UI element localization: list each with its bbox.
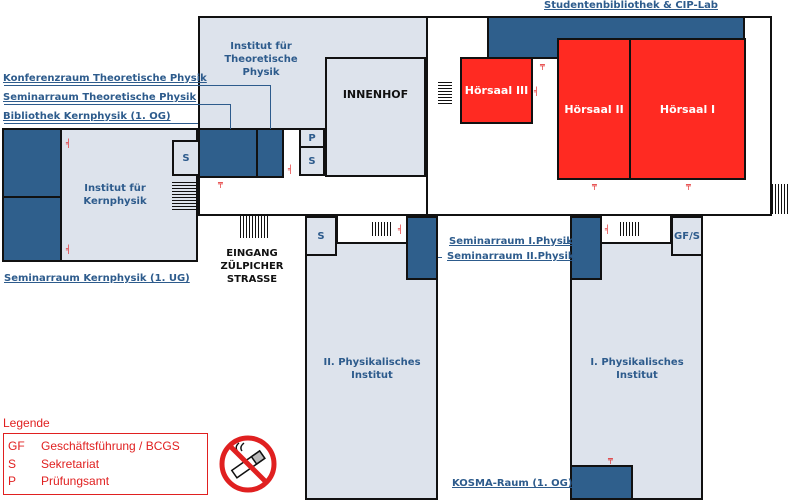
leader-seminar-1 — [563, 243, 571, 244]
hoersaal-2[interactable]: Hörsaal II — [557, 38, 631, 180]
theo-institute-label: Institut für Theoretische Physik — [224, 41, 298, 78]
sekretariat-room-theo[interactable]: S — [299, 146, 325, 176]
sekretariat-room-inst2[interactable]: S — [305, 216, 337, 256]
legend-key: P — [8, 474, 17, 488]
fire-extinguisher-icon: ╡ — [66, 245, 71, 254]
seminarraum-2-room[interactable] — [406, 216, 438, 280]
legend-row-s: S Sekretariat — [8, 457, 99, 471]
innenhof-label: INNENHOF — [342, 88, 409, 101]
konferenzraum-link[interactable]: Konferenzraum Theoretische Physik — [3, 73, 207, 84]
leader-seminar-theo-v — [230, 104, 231, 129]
kosma-room[interactable] — [570, 465, 633, 500]
seminarraum-theo-link[interactable]: Seminarraum Theoretische Physik — [3, 92, 197, 103]
fire-extinguisher-icon: ╡ — [605, 225, 610, 234]
legend-key: S — [8, 457, 17, 471]
legend-title: Legende — [3, 416, 50, 430]
hoersaal-3[interactable]: Hörsaal III — [460, 57, 533, 124]
leader-bib-kern — [4, 123, 198, 124]
bibliothek-kernphysik-room[interactable] — [2, 128, 62, 198]
stairs-innenhof — [438, 82, 452, 104]
inst1-label: I. Physikalisches Institut — [590, 357, 684, 381]
legend-value: Sekretariat — [41, 457, 100, 471]
seminarraum-theo[interactable] — [256, 128, 284, 178]
stairs-kern — [172, 180, 196, 210]
leader-seminar-2 — [438, 257, 442, 258]
legend-row-p: P Prüfungsamt — [8, 474, 109, 488]
kosma-link[interactable]: KOSMA-Raum (1. OG) — [452, 478, 573, 489]
legend-row-gf: GF Geschäftsführung / BCGS — [8, 439, 180, 453]
fire-extinguisher-icon: ╡ — [66, 139, 71, 148]
fire-extinguisher-icon: ╡ — [534, 87, 539, 96]
kern-institute-label: Institut für Kernphysik — [83, 183, 147, 207]
bibliothek-kern-link[interactable]: Bibliothek Kernphysik (1. OG) — [3, 111, 171, 122]
legend-box — [3, 433, 208, 495]
seminarraum-kernphysik-room[interactable] — [2, 196, 62, 262]
fire-extinguisher-icon: ╤ — [608, 455, 613, 464]
stairs-inst2 — [372, 222, 392, 236]
pruefungsamt-room[interactable]: P — [299, 128, 325, 148]
no-smoking-icon — [219, 435, 277, 493]
corridor-lower-right — [600, 214, 672, 244]
konferenzraum-theo[interactable] — [198, 128, 258, 178]
sekretariat-room-kern[interactable]: S — [172, 140, 198, 176]
legend-value: Prüfungsamt — [41, 474, 110, 488]
fire-extinguisher-icon: ╤ — [540, 61, 545, 70]
hoersaal-1[interactable]: Hörsaal I — [629, 38, 746, 180]
seminarraum-1-link[interactable]: Seminarraum I.Physik — [449, 236, 573, 247]
fire-extinguisher-icon: ╡ — [288, 165, 293, 174]
fire-extinguisher-icon: ╤ — [592, 181, 597, 190]
stairs-entrance — [240, 216, 268, 238]
studentenbibliothek-link[interactable]: Studentenbibliothek & CIP-Lab — [544, 0, 718, 11]
leader-konferenz-h — [4, 85, 270, 86]
fire-extinguisher-icon: ╡ — [398, 225, 403, 234]
seminarraum-kern-link[interactable]: Seminarraum Kernphysik (1. UG) — [4, 273, 190, 284]
leader-seminar-theo-h — [4, 104, 230, 105]
innenhof[interactable] — [325, 57, 426, 177]
seminarraum-1-room[interactable] — [570, 216, 602, 280]
fire-extinguisher-icon: ╤ — [686, 181, 691, 190]
inst2-label: II. Physikalisches Institut — [323, 357, 421, 381]
legend-key: GF — [8, 439, 25, 453]
leader-konferenz-v — [270, 85, 271, 129]
stairs-east — [772, 184, 790, 214]
legend-value: Geschäftsführung / BCGS — [41, 439, 180, 453]
fire-extinguisher-icon: ╤ — [218, 179, 223, 188]
gfs-room[interactable]: GF/S — [671, 216, 703, 256]
stairs-inst1 — [620, 222, 640, 236]
entrance-label: EINGANG ZÜLPICHER STRASSE — [220, 248, 284, 285]
seminarraum-2-link[interactable]: Seminarraum II.Physik — [447, 251, 575, 262]
